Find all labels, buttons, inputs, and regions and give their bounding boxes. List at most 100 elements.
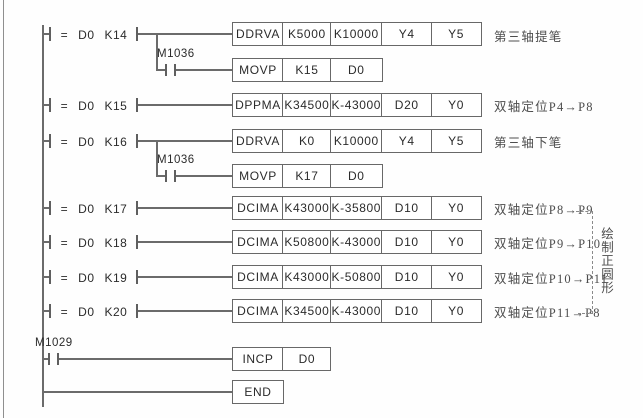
compare-contact: = D0 K14 xyxy=(52,27,136,42)
compare-contact: = D0 K15 xyxy=(52,98,136,113)
instruction-box: INCP D0 xyxy=(232,347,332,371)
compare-arg2: K14 xyxy=(104,27,128,42)
instruction-operand: Y0 xyxy=(430,196,482,220)
instruction-box: DPPMA K34500 K-43000 D20 Y0 xyxy=(232,93,482,117)
compare-contact: = D0 K19 xyxy=(52,270,136,285)
instruction-opcode: INCP xyxy=(232,347,284,371)
instruction-opcode: DCIMA xyxy=(232,265,284,289)
rung-comment: 第三轴提笔 xyxy=(494,29,563,44)
rung-comment: 双轴定位P4→P8 xyxy=(494,99,594,114)
compare-arg1: D0 xyxy=(78,27,95,42)
wire xyxy=(138,207,232,209)
instruction-operand: K50800 xyxy=(282,230,332,254)
instruction-box: DCIMA K43000 K-35800 D10 Y0 xyxy=(232,196,482,220)
instruction-operand: K-50800 xyxy=(329,265,383,289)
branch-wire xyxy=(156,141,158,177)
instruction-operand: D10 xyxy=(381,265,433,289)
no-contact-right-bar xyxy=(174,64,176,76)
no-contact-left-bar xyxy=(165,170,167,182)
instruction-box: MOVP K15 D0 xyxy=(232,58,383,82)
wire xyxy=(43,358,49,360)
instruction-operand: K34500 xyxy=(282,93,332,117)
instruction-operand: Y4 xyxy=(381,22,433,46)
compare-contact-left-bar xyxy=(49,98,51,112)
branch-contact-label: M1036 xyxy=(157,48,195,60)
rung-comment: 双轴定位P8→P9 xyxy=(494,202,594,217)
no-contact-right-bar xyxy=(57,353,59,365)
wire xyxy=(176,175,232,177)
instruction-opcode: DDRVA xyxy=(232,22,284,46)
wire xyxy=(43,391,232,393)
no-contact-left-bar xyxy=(165,64,167,76)
compare-op: = xyxy=(60,235,69,250)
instruction-operand: D20 xyxy=(381,93,433,117)
group-bracket-bottom xyxy=(578,313,593,314)
compare-arg1: D0 xyxy=(78,134,95,149)
compare-contact-right-bar xyxy=(136,235,138,249)
instruction-operand: Y4 xyxy=(381,129,433,153)
compare-op: = xyxy=(60,134,69,149)
instruction-opcode: DCIMA xyxy=(232,230,284,254)
instruction-operand: K15 xyxy=(282,58,332,82)
compare-arg2: K20 xyxy=(104,304,128,319)
wire xyxy=(138,241,232,243)
compare-arg2: K17 xyxy=(104,201,128,216)
wire xyxy=(43,241,50,243)
compare-contact-left-bar xyxy=(49,235,51,249)
instruction-opcode: MOVP xyxy=(232,164,284,188)
wire xyxy=(138,33,232,35)
instruction-opcode: DDRVA xyxy=(232,129,284,153)
instruction-operand: D10 xyxy=(381,299,433,323)
compare-contact-left-bar xyxy=(49,201,51,215)
compare-contact-right-bar xyxy=(136,201,138,215)
instruction-operand: Y0 xyxy=(430,93,482,117)
instruction-operand: K-43000 xyxy=(329,93,383,117)
instruction-operand: K-43000 xyxy=(329,299,383,323)
compare-arg2: K18 xyxy=(104,235,128,250)
group-annotation: 绘制正圆形 xyxy=(599,227,613,295)
wire xyxy=(43,140,50,142)
instruction-box: DCIMA K43000 K-50800 D10 Y0 xyxy=(232,265,482,289)
group-bracket-side xyxy=(592,211,593,314)
instruction-opcode: DPPMA xyxy=(232,93,284,117)
no-contact-right-bar xyxy=(174,170,176,182)
compare-arg1: D0 xyxy=(78,235,95,250)
instruction-operand: K5000 xyxy=(282,22,332,46)
instruction-operand: D0 xyxy=(329,164,383,188)
compare-arg1: D0 xyxy=(78,304,95,319)
compare-contact-right-bar xyxy=(136,27,138,41)
wire xyxy=(138,276,232,278)
wire xyxy=(156,175,166,177)
rung-comment: 双轴定位P10→P11 xyxy=(494,271,609,286)
instruction-operand: D0 xyxy=(329,58,383,82)
instruction-operand: D10 xyxy=(381,230,433,254)
left-power-rail xyxy=(42,25,44,407)
rung-comment: 第三轴下笔 xyxy=(494,135,563,150)
instruction-operand: K10000 xyxy=(329,129,383,153)
instruction-operand: Y5 xyxy=(430,129,482,153)
no-contact-left-bar xyxy=(48,353,50,365)
compare-op: = xyxy=(60,304,69,319)
compare-contact: = D0 K16 xyxy=(52,134,136,149)
compare-contact: = D0 K18 xyxy=(52,235,136,250)
page-border-line xyxy=(3,0,4,418)
compare-contact-right-bar xyxy=(136,270,138,284)
wire xyxy=(156,69,166,71)
instruction-operand: D10 xyxy=(381,196,433,220)
wire xyxy=(138,104,232,106)
instruction-opcode: DCIMA xyxy=(232,299,284,323)
compare-op: = xyxy=(60,270,69,285)
wire xyxy=(43,276,50,278)
instruction-box: DDRVA K0 K10000 Y4 Y5 xyxy=(232,129,482,153)
instruction-operand: Y0 xyxy=(430,230,482,254)
instruction-box: DDRVA K5000 K10000 Y4 Y5 xyxy=(232,22,482,46)
instruction-box: MOVP K17 D0 xyxy=(232,164,383,188)
instruction-operand: Y5 xyxy=(430,22,482,46)
instruction-operand: K43000 xyxy=(282,196,332,220)
compare-arg1: D0 xyxy=(78,98,95,113)
compare-arg2: K15 xyxy=(104,98,128,113)
contact-label: M1029 xyxy=(35,337,73,349)
wire xyxy=(176,69,232,71)
instruction-box: END xyxy=(232,380,284,404)
